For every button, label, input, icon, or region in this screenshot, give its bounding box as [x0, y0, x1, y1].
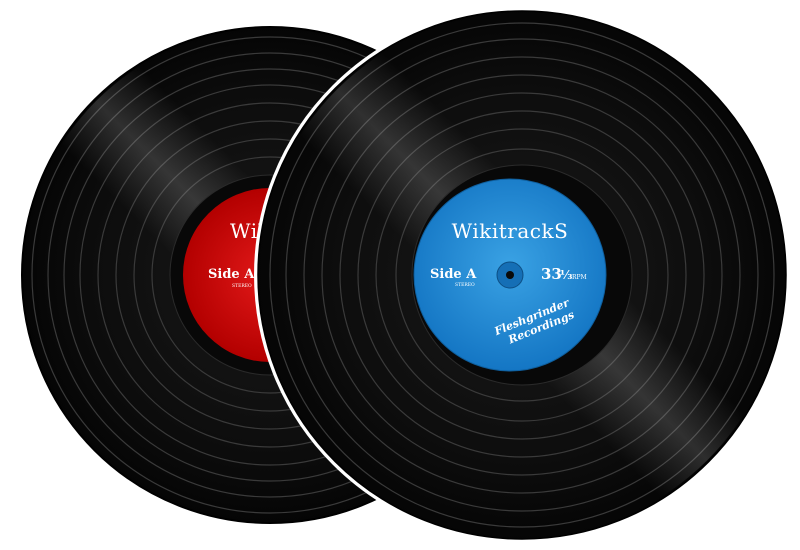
front-label-brand: WikitrackS — [452, 219, 569, 243]
back-label-stereo: STEREO — [232, 283, 252, 289]
front-label-stereo: STEREO — [455, 282, 475, 288]
front-record-spindle-hole — [506, 271, 514, 279]
front-label-speed-unit: RPM — [572, 274, 587, 281]
front-label-side: Side A — [430, 267, 477, 282]
front-vinyl-record: WikitrackS Side A STEREO 33 ⅓ RPM Fleshg… — [254, 7, 790, 543]
front-label-speed-fraction: ⅓ — [560, 268, 573, 282]
back-label-side: Side A — [208, 267, 255, 282]
front-label-speed-whole: 33 — [541, 265, 562, 283]
front-label-speed: 33 ⅓ RPM — [541, 265, 587, 283]
